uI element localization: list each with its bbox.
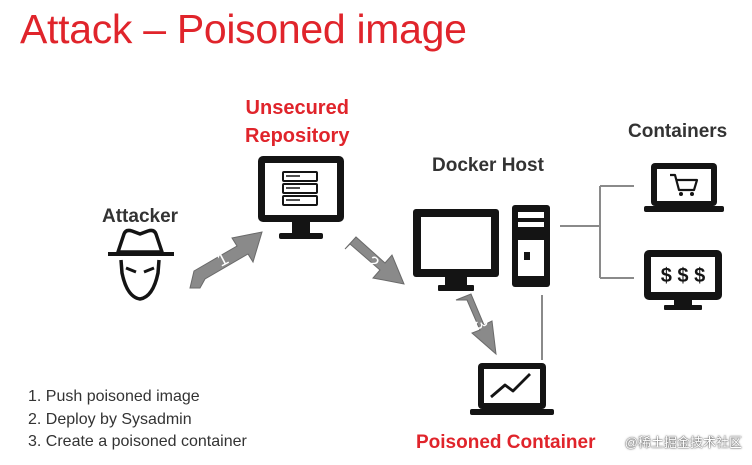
poisoned-container-label: Poisoned Container [416,432,596,453]
attacker-label: Attacker [102,206,179,227]
arrow-3: 3 [455,293,497,356]
steps-list: 1. Push poisoned image 2. Deploy by Sysa… [28,386,247,454]
repository-label-line1: Unsecured [245,97,349,119]
spy-icon [108,228,174,301]
shopping-cart-laptop-icon [644,163,724,212]
connector-lines [541,185,634,360]
step-item: 3. Create a poisoned container [28,433,247,450]
repository-label-line2: Repository [245,125,350,147]
page-title: Attack – Poisoned image [20,6,467,52]
desktop-monitor-icon [413,209,499,291]
step-item: 1. Push poisoned image [28,388,200,405]
watermark: @稀土掘金技术社区 [624,435,742,450]
docker-host-label: Docker Host [432,155,544,176]
chart-laptop-icon [470,363,554,415]
repository-label: Unsecured Repository [245,94,349,150]
arrow-2: 2 [344,236,405,285]
tower-pc-icon [512,205,550,287]
dollar-symbols: $ $ $ [661,265,705,287]
arrow-1: 1 [189,231,263,289]
containers-label: Containers [628,121,728,142]
dollar-monitor-icon: $ $ $ [644,250,722,310]
server-monitor-icon [258,156,344,239]
step-item: 2. Deploy by Sysadmin [28,410,192,428]
